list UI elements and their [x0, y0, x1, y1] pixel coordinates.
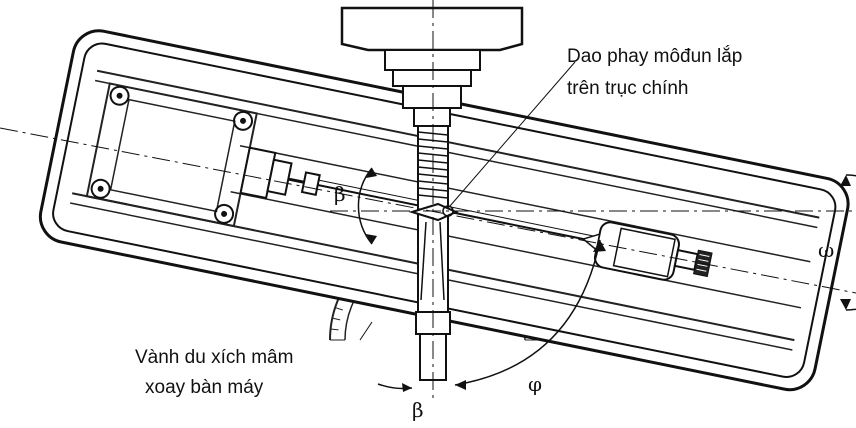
spindle-thread	[418, 174, 448, 177]
omega-symbol: ω	[818, 238, 835, 262]
spindle-head	[342, 8, 522, 126]
omega-arc	[840, 175, 856, 310]
ring-label-line1: Vành du xích mâm	[135, 347, 294, 368]
dial-tick	[332, 318, 340, 320]
bolt-icon	[90, 178, 111, 199]
bolt-icon	[232, 110, 253, 131]
cutter-label-line1: Dao phay môđun lắp	[567, 46, 743, 67]
cutter-leader	[450, 62, 575, 206]
beta-arc-left	[358, 168, 377, 244]
phi-symbol: φ	[528, 372, 543, 396]
ring-label-line2: xoay bàn máy	[145, 377, 264, 398]
dial-tick	[335, 308, 343, 310]
beta-arc-bottom	[378, 383, 412, 392]
phi-arc	[455, 240, 606, 390]
beta-bottom-symbol: β	[412, 398, 424, 422]
ring-leader	[360, 322, 372, 340]
spindle-thread	[418, 153, 448, 156]
center-lines	[0, 0, 856, 400]
cutter-label-line2: trên trục chính	[567, 78, 689, 99]
dial-tick	[331, 329, 339, 330]
beta-left-symbol: β	[334, 182, 346, 206]
spindle-thread	[418, 181, 448, 184]
bolt-icon	[109, 85, 130, 106]
bolt-icon	[213, 203, 234, 224]
